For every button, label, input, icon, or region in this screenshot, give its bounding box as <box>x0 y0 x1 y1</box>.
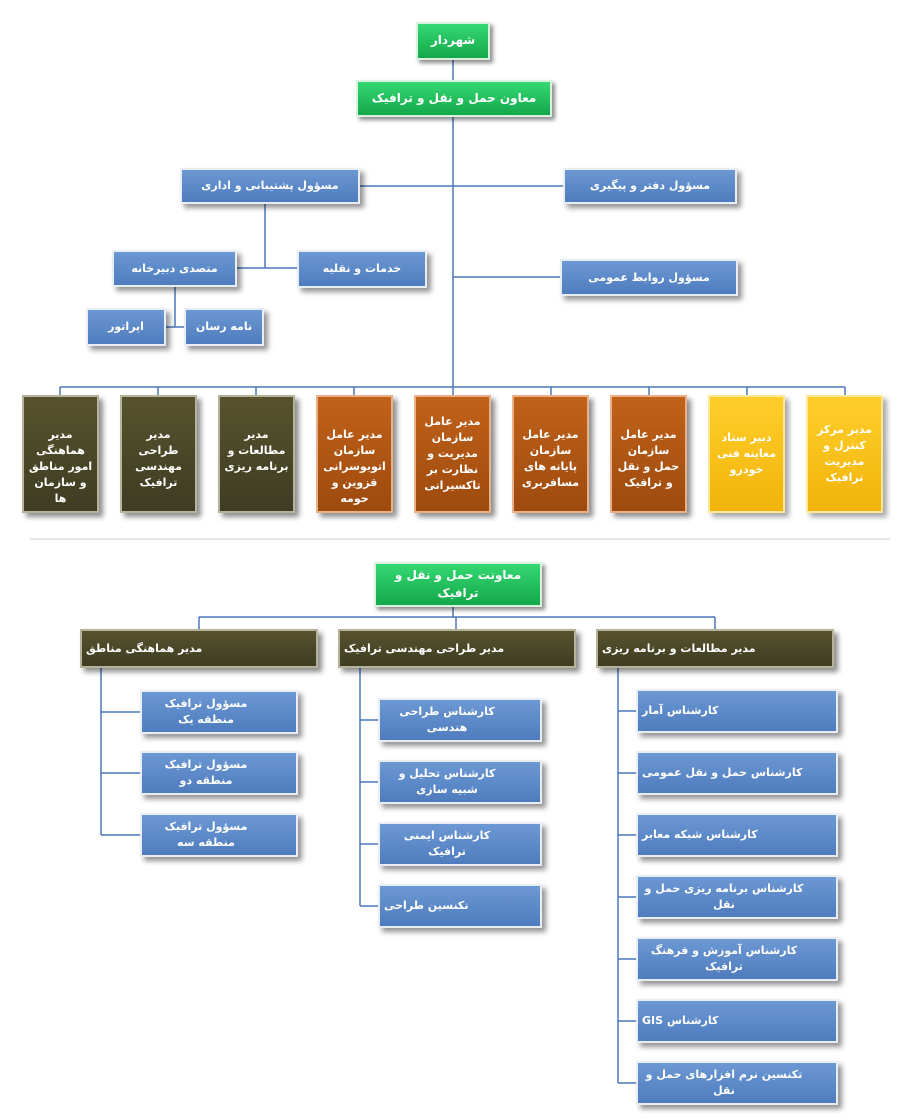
transport-software-technician-box: تکنسین نرم افزارهای حمل و نقل <box>636 1061 838 1105</box>
public-relations-box: مسؤول روابط عمومی <box>560 259 738 296</box>
mayor-box: شهردار <box>416 22 490 60</box>
ceo-transport-traffic-organization-box: مدیر عامل سازمان حمل و نقل و ترافیک <box>610 395 687 513</box>
zone-3-traffic-officer-box: مسؤول ترافیک منطقه سه <box>140 813 298 857</box>
courier-box: نامه رسان <box>184 308 264 346</box>
gis-expert-box: کارشناس GIS <box>636 999 838 1043</box>
statistics-expert-box: کارشناس آمار <box>636 689 838 733</box>
analysis-simulation-expert-box: کارشناس تحلیل و شبیه سازی <box>378 760 542 804</box>
office-followup-box: مسؤول دفتر و پیگیری <box>563 168 737 204</box>
manager-coordination-box: مدیر هماهنگی امور مناطق و سازمان ها <box>22 395 99 513</box>
traffic-control-center-manager-box: مدیر مرکز کنترل و مدیریت ترافیک <box>806 395 883 513</box>
studies-manager-header: مدیر مطالعات و برنامه ریزی <box>596 629 834 668</box>
geometric-design-expert-box: کارشناس طراحی هندسی <box>378 698 542 742</box>
manager-studies-planning-box: مدیر مطالعات و برنامه ریزی <box>218 395 295 513</box>
operator-box: اپراتور <box>86 308 166 346</box>
traffic-education-expert-box: کارشناس آموزش و فرهنگ ترافیک <box>636 937 838 981</box>
zone-2-traffic-officer-box: مسؤول ترافیک منطقه دو <box>140 751 298 795</box>
ceo-bus-organization-box: مدیر عامل سازمان اتوبوسرانی قزوین و حومه <box>316 395 393 513</box>
public-transport-expert-box: کارشناس حمل و نقل عمومی <box>636 751 838 795</box>
coordination-manager-header: مدیر هماهنگی مناطق <box>80 629 318 668</box>
ceo-terminals-organization-box: مدیر عامل سازمان پایانه های مسافربری <box>512 395 589 513</box>
design-manager-header: مدیر طراحی مهندسی ترافیک <box>338 629 576 668</box>
design-technician-box: تکنسین طراحی <box>378 884 542 928</box>
ceo-taxi-organization-box: مدیر عامل سازمان مدیریت و نظارت بر تاکسی… <box>414 395 491 513</box>
road-network-expert-box: کارشناس شبکه معابر <box>636 813 838 857</box>
secretariat-box: متصدی دبیرخانه <box>112 250 237 287</box>
manager-traffic-design-box: مدیر طراحی مهندسی ترافیک <box>120 395 197 513</box>
transport-planning-expert-box: کارشناس برنامه ریزی حمل و نقل <box>636 875 838 919</box>
zone-1-traffic-officer-box: مسؤول ترافیک منطقه یک <box>140 690 298 734</box>
section-divider <box>30 538 890 540</box>
support-admin-box: مسؤول پشتیبانی و اداری <box>180 168 360 204</box>
traffic-safety-expert-box: کارشناس ایمنی ترافیک <box>378 822 542 866</box>
deputy-office-box: معاونت حمل و نقل و ترافیک <box>374 562 542 607</box>
services-box: خدمات و نقلیه <box>297 250 427 288</box>
vehicle-inspection-secretary-box: دبیر ستاد معاینه فنی خودرو <box>708 395 785 513</box>
deputy-box: معاون حمل و نقل و ترافیک <box>356 80 552 117</box>
